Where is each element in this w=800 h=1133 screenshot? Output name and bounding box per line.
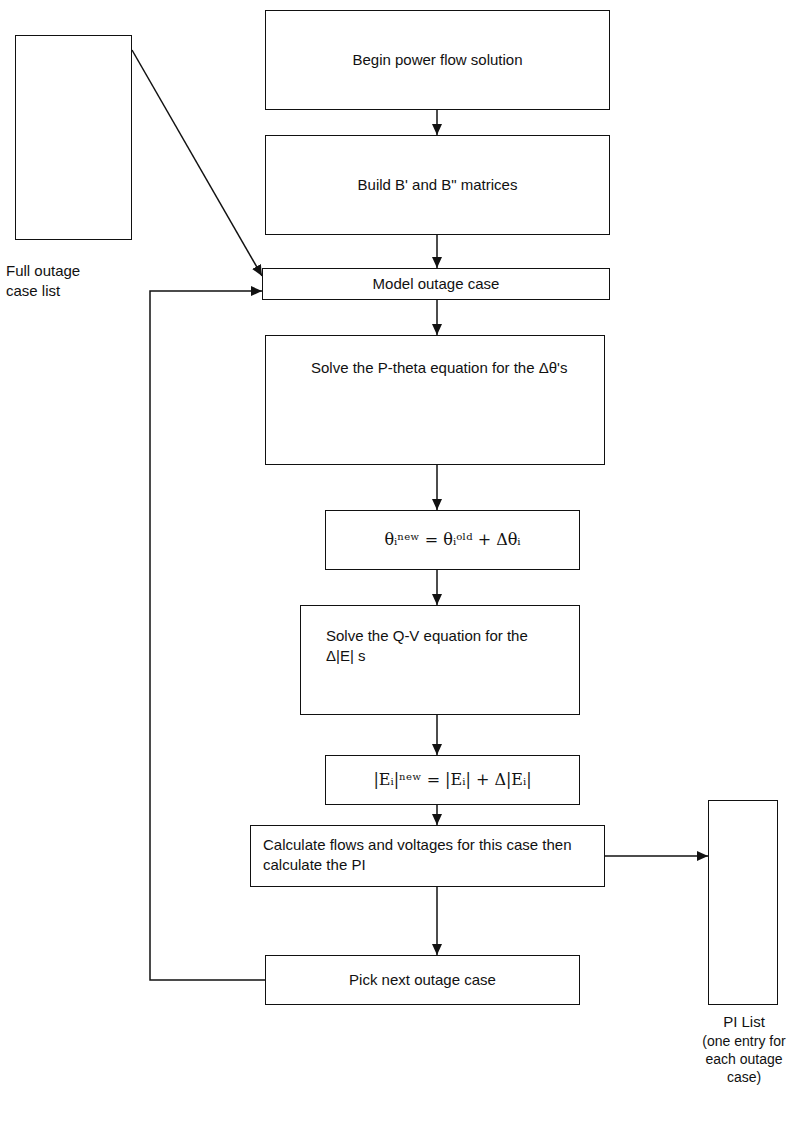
flow-arrow xyxy=(436,570,438,605)
process-box: Pick next outage case xyxy=(265,955,580,1005)
box-text: Calculate flows and voltages for this ca… xyxy=(263,835,582,874)
process-box: Solve the Q-V equation for the Δ|E| s xyxy=(300,605,580,715)
list-box: Full outage case list xyxy=(15,35,132,240)
outside-label: PI List(one entry for each outage case) xyxy=(694,1012,794,1086)
flow-arrow xyxy=(436,715,438,755)
process-box: Model outage case xyxy=(262,268,610,300)
flow-arrow xyxy=(436,805,438,825)
flow-arrow xyxy=(436,110,438,135)
process-box: Build B' and B" matrices xyxy=(265,135,610,235)
update-formula: θᵢⁿᵉʷ = θᵢᵒˡᵈ + Δθᵢ xyxy=(384,530,520,551)
process-box: |Eᵢ|ⁿᵉʷ = |Eᵢ| + Δ|Eᵢ| xyxy=(325,755,580,805)
flow-arrow xyxy=(436,465,438,510)
outside-label: Full outage case list xyxy=(6,261,86,300)
box-text: Build B' and B" matrices xyxy=(358,175,518,195)
update-formula: |Eᵢ|ⁿᵉʷ = |Eᵢ| + Δ|Eᵢ| xyxy=(373,770,531,791)
flow-arrow xyxy=(436,887,438,955)
box-text: Solve the Q-V equation for the Δ|E| s xyxy=(326,626,554,665)
list-box: PI List(one entry for each outage case) xyxy=(708,800,778,1005)
flow-arrow xyxy=(436,300,438,335)
list-heading: Full outage case list xyxy=(6,261,86,300)
process-box: Solve the P-theta equation for the Δθ's xyxy=(265,335,605,465)
process-box: Calculate flows and voltages for this ca… xyxy=(250,825,605,887)
box-text: Model outage case xyxy=(373,274,500,294)
list-heading: PI List xyxy=(694,1012,794,1032)
box-text: Solve the P-theta equation for the Δθ's xyxy=(311,358,567,378)
list-note: (one entry for each outage case) xyxy=(694,1032,794,1087)
flow-arrow xyxy=(436,235,438,268)
flow-arrow xyxy=(150,291,265,980)
process-box: Begin power flow solution xyxy=(265,10,610,110)
flow-arrow xyxy=(132,50,262,276)
box-text: Begin power flow solution xyxy=(352,50,522,70)
process-box: θᵢⁿᵉʷ = θᵢᵒˡᵈ + Δθᵢ xyxy=(325,510,580,570)
box-text: Pick next outage case xyxy=(349,970,496,990)
flow-arrow xyxy=(605,855,708,857)
